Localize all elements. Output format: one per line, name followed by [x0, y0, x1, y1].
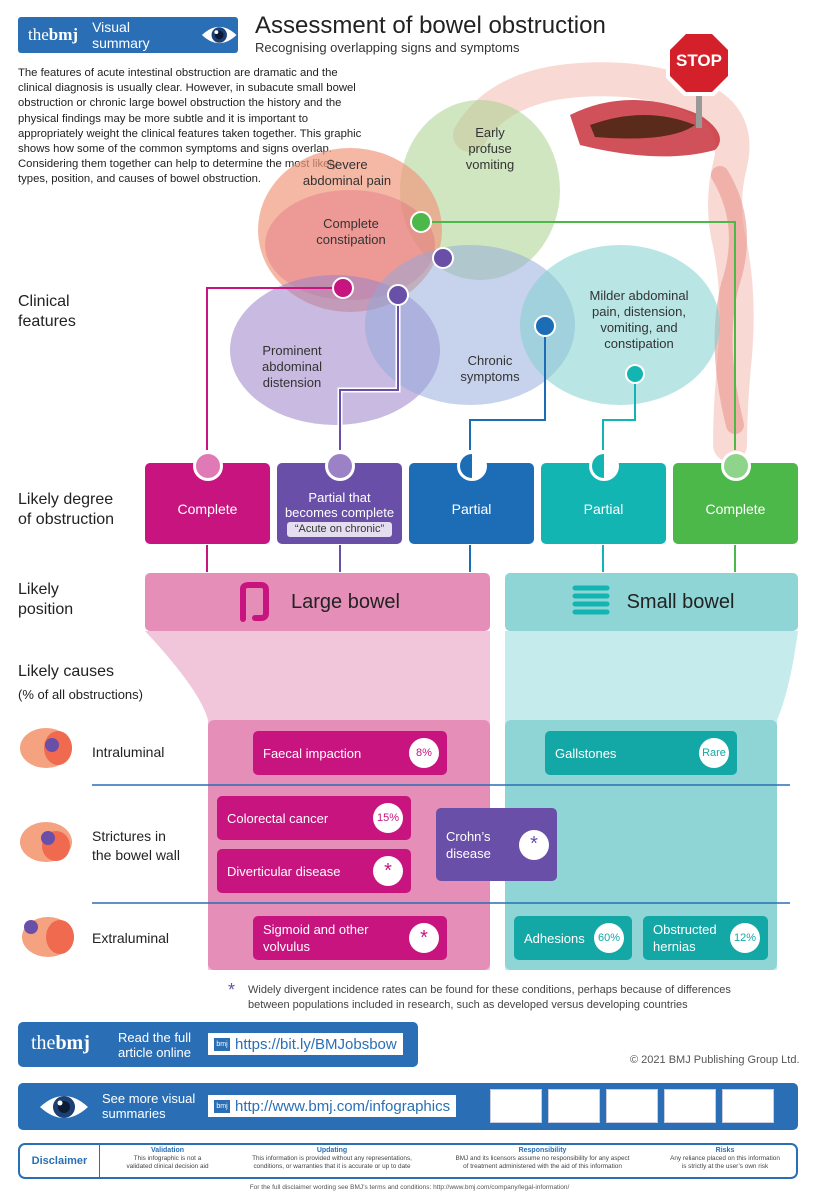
disclaimer-link[interactable]: For the full disclaimer wording see BMJ’…	[249, 1184, 570, 1191]
degree-partial-small-icon	[589, 451, 619, 481]
degree-complete-small-icon	[721, 451, 751, 481]
large-bowel-icon	[240, 582, 270, 622]
venn-chronic	[365, 245, 575, 405]
causes-sublabel: (% of all obstructions)	[18, 687, 143, 702]
diverticular-value: *	[373, 856, 403, 886]
cause-adhesions: Adhesions 60%	[514, 916, 632, 960]
degree-complete-small: Complete	[673, 451, 798, 544]
venn-milder	[520, 245, 720, 405]
page-title: Assessment of bowel obstruction	[255, 12, 606, 39]
sigmoid-value: *	[409, 923, 439, 953]
colorectal-value: 15%	[373, 803, 403, 833]
copyright: © 2021 BMJ Publishing Group Ltd.	[630, 1054, 800, 1066]
cause-gallstones: Gallstones Rare	[545, 731, 737, 775]
cause-diverticular-disease: Diverticular disease *	[217, 849, 411, 893]
cause-colorectal-cancer: Colorectal cancer 15%	[217, 796, 411, 840]
footnote-asterisk: *	[228, 980, 236, 1000]
eye-icon	[201, 26, 237, 44]
degree-partial-icon	[457, 451, 487, 481]
visual-summary-badge: thebmj Visual summary	[18, 17, 238, 53]
thumbnail-2[interactable]	[548, 1089, 600, 1123]
row-extraluminal: Extraluminal	[92, 930, 170, 946]
eye-icon-footer	[40, 1096, 88, 1118]
intro-paragraph: The features of acute intestinal obstruc…	[18, 67, 362, 186]
row-intraluminal: Intraluminal	[92, 744, 165, 760]
degree-partial-complete-icon	[325, 451, 355, 481]
bmj-logo-footer: thebmj	[31, 1032, 90, 1054]
small-bowel-icon	[572, 585, 610, 615]
acute-on-chronic-tag: “Acute on chronic”	[287, 522, 392, 537]
thumbnail-5[interactable]	[722, 1089, 774, 1123]
intraluminal-icon	[20, 728, 72, 768]
stop-sign: STOP	[664, 28, 734, 128]
disclaimer-label: Disclaimer	[20, 1145, 100, 1177]
connector-lines	[206, 211, 736, 572]
gallstones-value: Rare	[699, 738, 729, 768]
crohns-value: *	[519, 829, 549, 860]
cause-faecal-impaction: Faecal impaction 8%	[253, 731, 447, 775]
degree-complete-large: Complete	[145, 451, 270, 544]
degree-partial-large: Partial	[409, 451, 534, 544]
stop-sign-text: STOP	[676, 51, 722, 70]
hernias-value: 12%	[730, 923, 760, 953]
degree-partial-small: Partial	[541, 451, 666, 544]
stricture-icon	[20, 822, 72, 862]
adhesions-value: 60%	[594, 923, 624, 953]
thumbnail-4[interactable]	[664, 1089, 716, 1123]
bmj-logo: thebmj	[28, 25, 79, 44]
faecal-value: 8%	[409, 738, 439, 768]
extraluminal-icon	[22, 917, 74, 957]
page-subtitle: Recognising overlapping signs and sympto…	[255, 40, 520, 55]
thumbnail-3[interactable]	[606, 1089, 658, 1123]
footnote-text: Widely divergent incidence rates can be …	[248, 984, 731, 1011]
degree-complete-icon	[193, 451, 223, 481]
position-small-bowel: Small bowel	[505, 573, 798, 631]
causes-label: Likely causes	[18, 663, 115, 680]
position-large-bowel: Large bowel	[145, 573, 490, 631]
thumbnail-1[interactable]	[490, 1089, 542, 1123]
badge-label: Visual summary	[92, 19, 150, 51]
